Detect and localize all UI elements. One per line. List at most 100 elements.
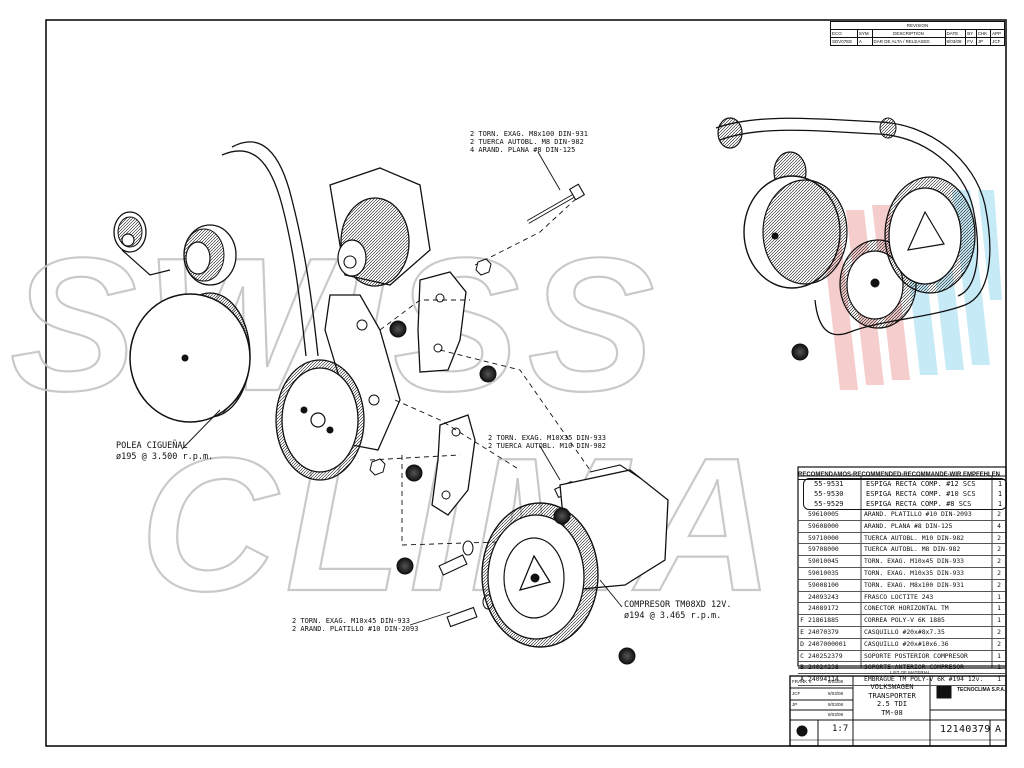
part-number: 55-9529 — [814, 500, 844, 508]
part-description: ESPIGA RECTA COMP. #12 SCS — [866, 480, 976, 488]
part-number: 55-9530 — [814, 490, 844, 498]
parts-list-frame — [797, 466, 1007, 677]
part-qty: 1 — [997, 616, 1001, 625]
signature-name-2: JCF — [792, 691, 801, 696]
sign-date-4: 8/03/08 — [828, 712, 844, 717]
label-crankshaft-pulley: POLEA CIGUEÑAL — [116, 441, 188, 451]
signature-name-1: FRANK V. — [792, 679, 813, 684]
assembly-guide-lines — [369, 194, 591, 546]
part-number: 24089172 — [808, 604, 839, 613]
label-compressor-speed: ø194 @ 3.465 r.p.m. — [624, 611, 722, 621]
part-number: 24093243 — [808, 592, 839, 601]
sign-date-2: 8/03/08 — [828, 691, 844, 696]
rev-date: 8/03/08 — [944, 37, 967, 46]
title-block-frame — [789, 675, 1007, 747]
part-description: TUERCA AUTOBL. M10 DIN-982 — [864, 533, 965, 542]
item-letter: E — [800, 627, 804, 636]
lower-pulley — [275, 359, 365, 481]
rear-bracket — [431, 414, 476, 516]
revision-table: REVISION ECO SYM DESCRIPTION DATE BY CHK… — [830, 21, 1005, 46]
part-qty: 1 — [997, 663, 1001, 672]
idler-pulley-small — [113, 211, 171, 276]
part-number: 59010035 — [808, 568, 839, 577]
part-qty: 2 — [997, 545, 1001, 554]
label-compressor: COMPRESOR TM08XD 12V. — [624, 600, 732, 610]
rev-sym: A — [856, 37, 873, 46]
part-description: FRASCO LOCTITE 243 — [864, 592, 934, 601]
bolt-m8x100 — [527, 183, 586, 224]
part-number: 240252379 — [808, 651, 843, 660]
rev-chk: JP — [975, 37, 992, 46]
part-number: 21861885 — [808, 616, 839, 625]
part-description: SOPORTE ANTERIOR COMPRESOR — [864, 663, 965, 672]
crankshaft-pulley — [129, 292, 251, 423]
drawing-title: VOLKSWAGEN TRANSPORTER 2.5 TDI TM-08 — [856, 682, 928, 717]
part-qty: 1 — [997, 604, 1001, 613]
part-description: EMBRAGUE TM POLY-V 6K #194 12v. — [864, 675, 984, 684]
drawing-number: 12140379 — [940, 724, 991, 735]
part-number: 24094114 — [808, 675, 839, 684]
part-description: SOPORTE POSTERIOR COMPRESOR — [864, 651, 968, 660]
model-line-make: VOLKSWAGEN — [870, 682, 914, 691]
sign-date-3: 8/03/08 — [828, 702, 844, 707]
model-line-model: TRANSPORTER — [868, 690, 916, 700]
label-crankshaft-speed: ø195 @ 3.500 r.p.m. — [116, 452, 214, 462]
part-number: 24024238 — [808, 663, 839, 672]
part-description: TORN. EXAG. M10x45 DIN-933 — [864, 557, 965, 566]
part-qty: 1 — [997, 480, 1003, 488]
rev-col-sym: SYM — [856, 29, 873, 38]
part-number: 59008100 — [808, 580, 839, 589]
rev-col-chk: CHK — [975, 29, 992, 38]
part-number: 59710000 — [808, 533, 839, 542]
belt-main — [221, 141, 319, 357]
part-qty: 2 — [997, 568, 1001, 577]
part-number: 59608000 — [808, 521, 839, 530]
sign-date-1: 8/03/08 — [828, 679, 844, 684]
nuts — [369, 258, 492, 476]
part-description: CASQUILLO #20x#8x7.35 — [864, 627, 945, 636]
recommended-row: 55-9529 ESPIGA RECTA COMP. #8 SCS 1 — [804, 499, 1006, 509]
part-qty: 1 — [997, 651, 1001, 660]
part-description: ESPIGA RECTA COMP. #8 SCS — [866, 500, 972, 508]
parts-list-title: RECOMENDAMOS-RECOMMENDED-RECOMMANDE-WIR … — [798, 471, 1005, 480]
belt-routing-diagram — [715, 117, 991, 336]
part-number: 59010045 — [808, 557, 839, 566]
company-name: TECNOCLIMA S.P.A. — [957, 687, 1006, 693]
model-line-engine: 2.5 TDI — [876, 699, 908, 708]
tensioner-assembly — [324, 167, 431, 451]
part-number: 24070379 — [808, 627, 839, 636]
part-number: 2407000001 — [808, 639, 847, 648]
label-bolts-mid-2: 2 TUERCA AUTOBL. M10 DIN-982 — [488, 442, 607, 450]
part-description: TORN. EXAG. M10x35 DIN-933 — [864, 568, 965, 577]
leader-lines — [181, 151, 623, 626]
part-qty: 2 — [997, 580, 1001, 589]
part-qty: 1 — [997, 675, 1001, 684]
part-qty: 1 — [997, 500, 1003, 508]
rev-eco: SDV07EE — [830, 37, 858, 46]
part-description: TUERCA AUTOBL. M8 DIN-982 — [864, 545, 961, 554]
rev-description: DAR DE ALTA / RELEASED — [871, 37, 946, 46]
part-qty: 2 — [997, 639, 1001, 648]
compressor-tm08xd — [481, 464, 669, 648]
part-qty: 4 — [997, 521, 1001, 530]
rev-by: FV — [965, 37, 977, 46]
model-line-compressor: TM-08 — [881, 707, 903, 717]
item-letter: C — [800, 651, 804, 660]
item-letter: F — [800, 616, 804, 625]
tensioner-pulley — [183, 224, 237, 286]
part-description: ARAND. PLATILLO #10 DIN-2093 — [864, 510, 972, 518]
rev-col-description: DESCRIPTION — [871, 29, 946, 38]
